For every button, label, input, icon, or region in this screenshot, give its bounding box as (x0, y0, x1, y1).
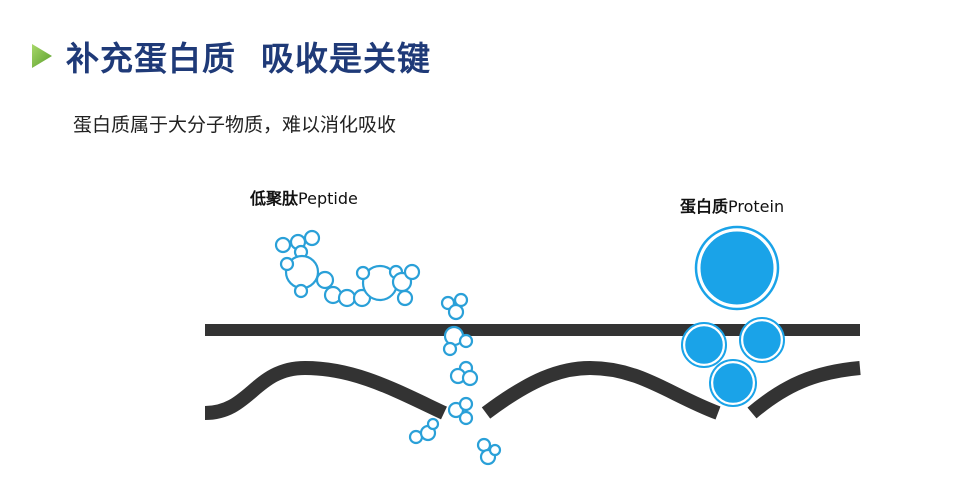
peptide-fragments (408, 292, 502, 466)
membrane-wave-right (747, 361, 861, 419)
page-title: 补充蛋白质 吸收是关键 (66, 39, 431, 78)
peptide-label-cn: 低聚肽 (250, 189, 299, 208)
peptide-chain (274, 229, 421, 308)
protein-label-en: Protein (728, 197, 785, 216)
protein-molecules (681, 225, 785, 407)
play-arrow-icon (32, 44, 52, 68)
title-row: 补充蛋白质 吸收是关键 (30, 30, 431, 82)
membrane-wave-middle (481, 360, 721, 420)
membrane-wave-left (204, 360, 447, 420)
peptide-label: 低聚肽Peptide (250, 185, 358, 209)
subtitle: 蛋白质属于大分子物质，难以消化吸收 (73, 114, 397, 136)
protein-label: 蛋白质Protein (680, 193, 784, 217)
protein-label-cn: 蛋白质 (680, 197, 729, 216)
peptide-label-en: Peptide (298, 189, 358, 208)
